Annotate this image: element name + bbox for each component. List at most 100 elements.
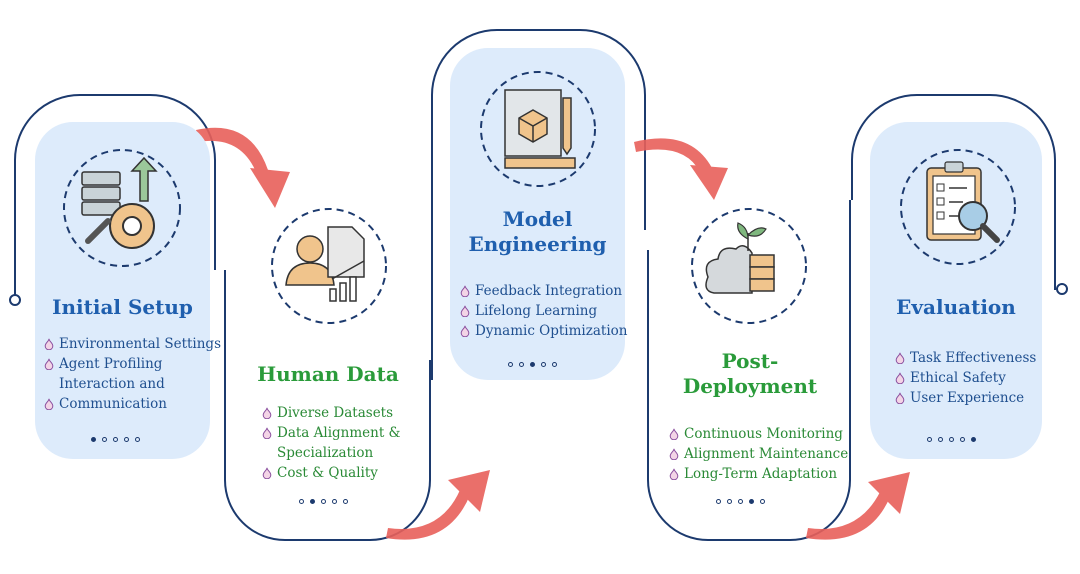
list-item-label: Task Effectiveness: [910, 350, 1037, 366]
arrow-1-icon: [196, 127, 290, 208]
page-dot-active: [310, 499, 315, 504]
list-item: Specialization: [262, 443, 401, 463]
list-item-label: Communication: [59, 396, 167, 412]
bullet-icon: [262, 427, 272, 439]
list-item: Feedback Integration: [460, 281, 627, 301]
server-gear-icon: [63, 149, 181, 267]
list-item: Continuous Monitoring: [669, 424, 848, 444]
list-item: Alignment Maintenance: [669, 444, 848, 464]
page-dot: [299, 499, 304, 504]
page-dot: [927, 437, 932, 442]
page-dot: [332, 499, 337, 504]
stage-dots-evaluation: [927, 437, 976, 442]
stage-title-initial-setup: Initial Setup: [52, 295, 193, 319]
list-item: Long-Term Adaptation: [669, 464, 848, 484]
bullet-icon: [262, 467, 272, 479]
end-node: [1056, 283, 1068, 295]
page-dot: [541, 362, 546, 367]
list-item-label: Alignment Maintenance: [684, 446, 849, 462]
list-item: Cost & Quality: [262, 463, 401, 483]
arrow-4-icon: [806, 472, 910, 540]
page-dot: [760, 499, 765, 504]
bullet-icon: [895, 372, 905, 384]
page-dot: [738, 499, 743, 504]
page-dot: [343, 499, 348, 504]
list-item: User Experience: [895, 388, 1036, 408]
stage-dots-human-data: [299, 499, 348, 504]
list-item: Lifelong Learning: [460, 301, 627, 321]
list-item-label: Diverse Datasets: [277, 405, 394, 421]
cloud-plant-server-icon: [691, 208, 807, 324]
bullet-icon: [895, 352, 905, 364]
page-dot: [716, 499, 721, 504]
bullet-icon: [669, 448, 679, 460]
page-dot: [949, 437, 954, 442]
page-dot: [113, 437, 118, 442]
bullet-icon: [460, 305, 470, 317]
bullet-icon: [460, 285, 470, 297]
page-dot: [124, 437, 129, 442]
list-item: Communication: [44, 394, 221, 414]
list-item-label: Long-Term Adaptation: [684, 466, 838, 482]
title-line: Engineering: [468, 232, 607, 256]
page-dot: [938, 437, 943, 442]
bullet-icon: [669, 428, 679, 440]
page-dot: [552, 362, 557, 367]
list-item-label: Specialization: [277, 445, 374, 461]
list-item-label: Data Alignment &: [277, 425, 401, 441]
stage-title-post-deployment: Post- Deployment: [655, 349, 845, 399]
list-item-label: Ethical Safety: [910, 370, 1006, 386]
list-item-label: Environmental Settings: [59, 336, 222, 352]
list-item-label: Lifelong Learning: [475, 303, 598, 319]
stage-title-human-data: Human Data: [257, 362, 399, 386]
bullet-icon: [669, 468, 679, 480]
stage-title-evaluation: Evaluation: [896, 295, 1016, 319]
start-node: [9, 294, 21, 306]
page-dot: [508, 362, 513, 367]
list-item-label: Interaction and: [59, 376, 165, 392]
page-dot: [519, 362, 524, 367]
stage-card-initial-setup: [35, 122, 210, 459]
list-item: Ethical Safety: [895, 368, 1036, 388]
bullet-icon: [460, 325, 470, 337]
list-item: Dynamic Optimization: [460, 321, 627, 341]
stage-title-model-engineering: Model Engineering: [450, 207, 625, 257]
list-item-label: User Experience: [910, 390, 1025, 406]
bullet-icon: [44, 398, 54, 410]
arrow-3-icon: [634, 138, 728, 200]
list-item-label: Feedback Integration: [475, 283, 623, 299]
bullet-icon: [44, 338, 54, 350]
page-dot: [960, 437, 965, 442]
page-dot-active: [530, 362, 535, 367]
page-dot-active: [91, 437, 96, 442]
list-item: Data Alignment &: [262, 423, 401, 443]
page-dot: [321, 499, 326, 504]
list-item-label: Cost & Quality: [277, 465, 378, 481]
stage-dots-model-engineering: [508, 362, 557, 367]
clipboard-magnifier-icon: [900, 149, 1016, 265]
list-item: Agent Profiling: [44, 354, 221, 374]
list-item-label: Agent Profiling: [59, 356, 163, 372]
list-item-label: Dynamic Optimization: [475, 323, 628, 339]
page-dot: [727, 499, 732, 504]
title-line: Post-: [721, 349, 779, 373]
list-item: Task Effectiveness: [895, 348, 1036, 368]
page-dot-active: [749, 499, 754, 504]
list-item-label: Continuous Monitoring: [684, 426, 843, 442]
page-dot: [102, 437, 107, 442]
page-dot: [135, 437, 140, 442]
list-item: Environmental Settings: [44, 334, 221, 354]
stage-dots-initial-setup: [91, 437, 140, 442]
title-line: Deployment: [682, 374, 818, 398]
page-dot-active: [971, 437, 976, 442]
list-item: Interaction and: [44, 374, 221, 394]
bullet-icon: [44, 358, 54, 370]
bullet-icon: [895, 392, 905, 404]
cube-blueprint-icon: [480, 71, 596, 187]
